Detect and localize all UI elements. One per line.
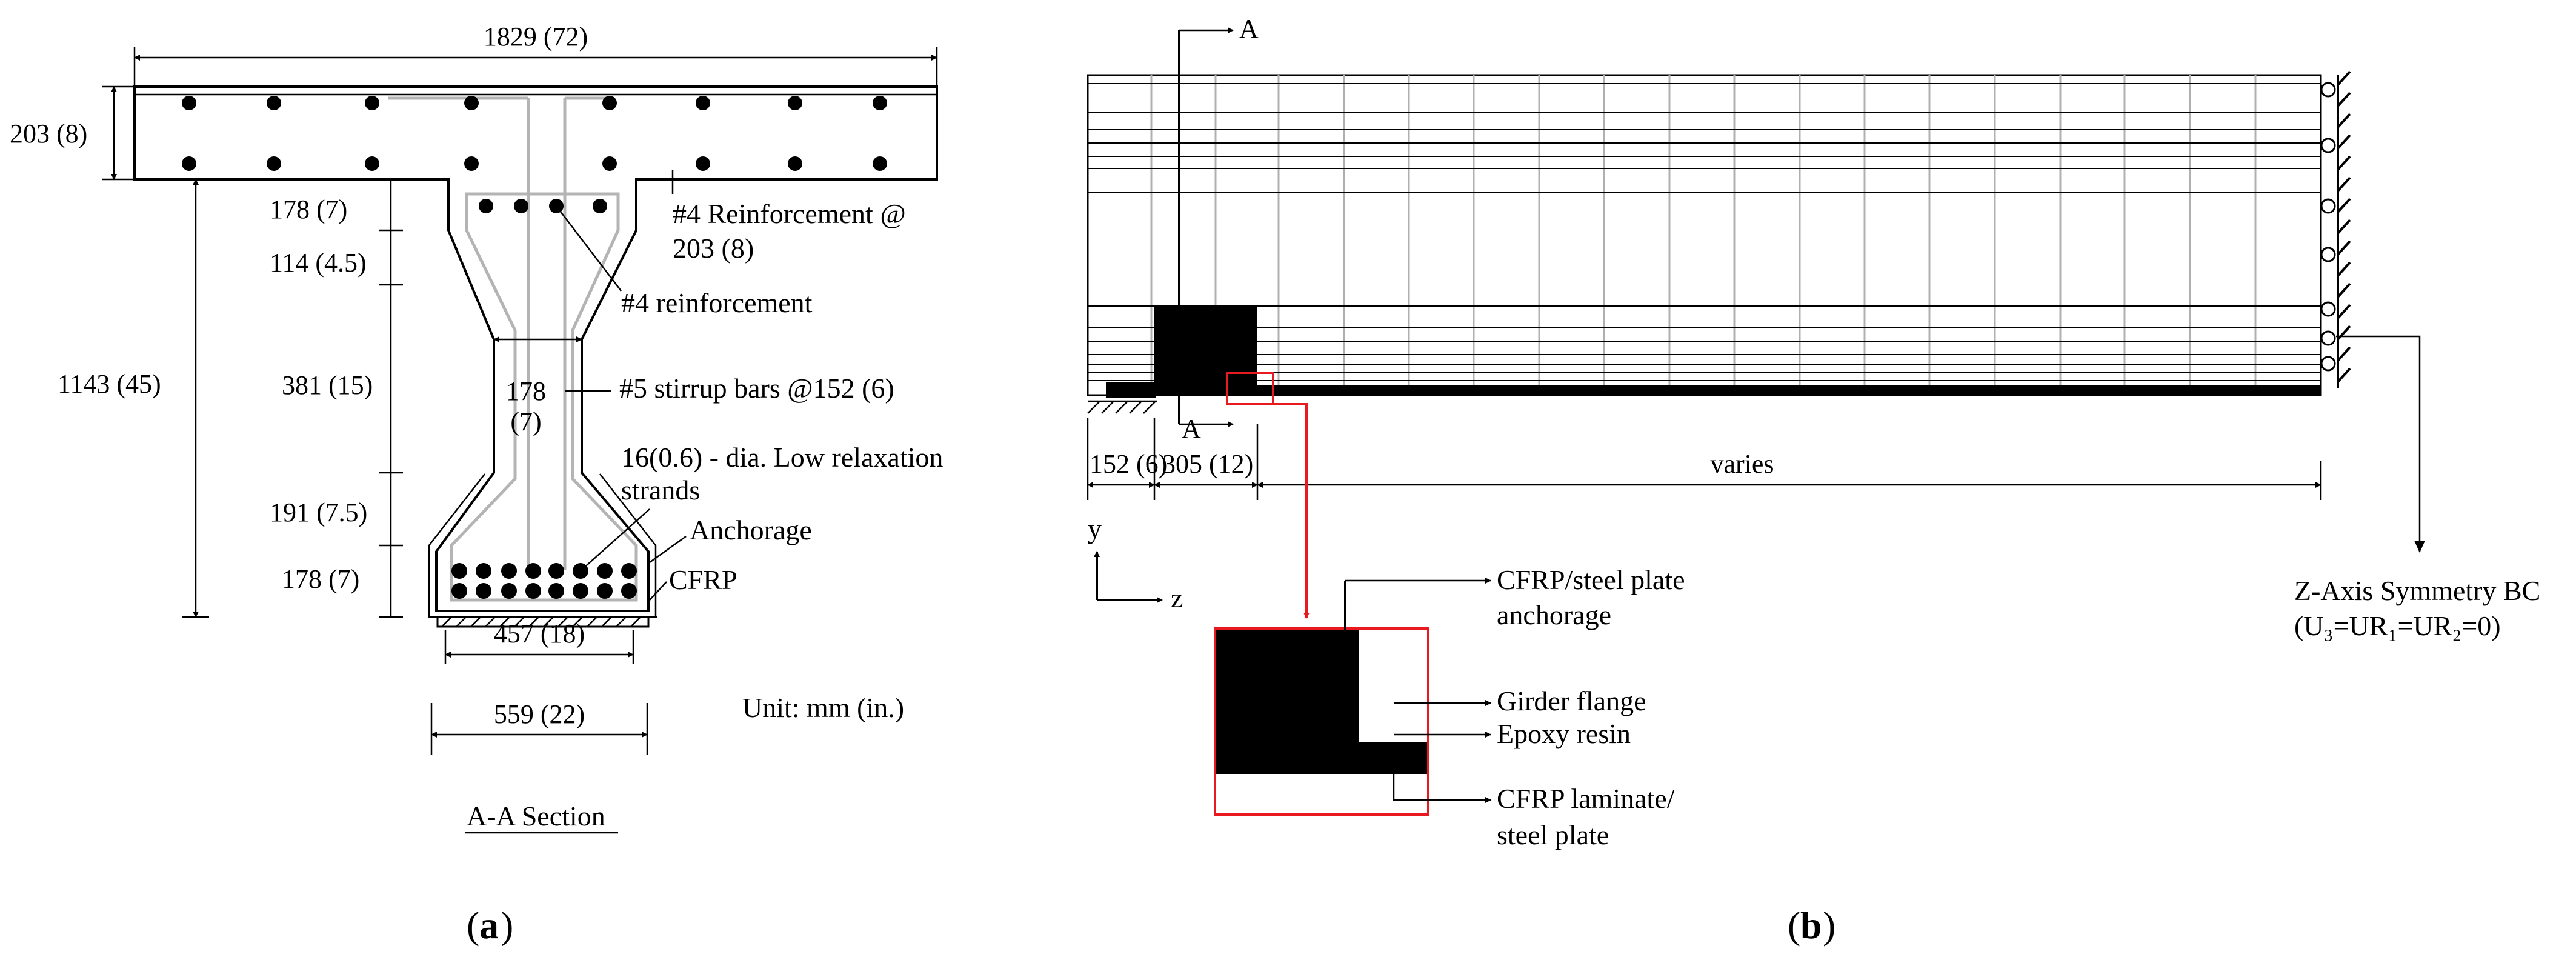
label-reinforcement-203-line2: 203 (8) xyxy=(673,233,754,264)
dim-305-label: 305 (12) xyxy=(1162,449,1253,479)
caption-b-close: ) xyxy=(1823,904,1835,947)
flange-rebars xyxy=(182,96,887,171)
dim-web-width-value: 178 xyxy=(506,376,546,406)
label-stirrup: #5 stirrup bars @152 (6) xyxy=(619,373,894,404)
dim-web-height-label: 381 (15) xyxy=(282,370,373,400)
dim-web-width: 178 (7) xyxy=(493,336,582,436)
support-block xyxy=(1106,382,1156,398)
section-title: A-A Section xyxy=(467,801,605,832)
dim-bottom-b: 152 (6) 305 (12) varies xyxy=(1087,418,2322,500)
detail-highlight-box xyxy=(1226,372,1274,405)
label-girder-flange: Girder flange xyxy=(1497,685,1646,716)
label-anchorage-plate-line2: anchorage xyxy=(1497,599,1611,630)
symmetry-boundary xyxy=(2320,70,2425,553)
cfrp-laminate-strip xyxy=(1154,385,2321,395)
fe-mesh-vertical-lines xyxy=(1150,75,2257,395)
label-anchorage: Anchorage xyxy=(690,515,812,545)
axis-y-label: y xyxy=(1088,513,1102,544)
label-reinforcement-203-line1: #4 Reinforcement @ xyxy=(673,198,906,229)
dim-top-width: 1829 (72) xyxy=(133,22,938,85)
caption-b-open: ( xyxy=(1788,904,1800,947)
stirrup-bars xyxy=(388,96,638,602)
section-marker-top: A xyxy=(1239,14,1259,44)
axis-z-label: z xyxy=(1171,582,1183,613)
caption-a-letter: a xyxy=(479,904,499,947)
label-laminate-line2: steel plate xyxy=(1497,819,1609,850)
girder-section-outline xyxy=(133,85,938,612)
dim-web-stack: 178 (7) 114 (4.5) 381 (15) 191 (7.5) 178… xyxy=(270,179,403,618)
dim-top-flange-label: 178 (7) xyxy=(270,195,347,224)
detail-view xyxy=(1214,578,1491,816)
label-strands-line2: strands xyxy=(621,475,700,505)
dim-outer-bottom-label: 559 (22) xyxy=(494,699,585,729)
dim-top-width-label: 1829 (72) xyxy=(484,22,588,52)
caption-a-open: ( xyxy=(467,904,479,947)
prestressing-strands xyxy=(451,563,637,599)
caption-a-close: ) xyxy=(501,904,513,947)
support-hatch xyxy=(1087,401,1156,414)
dim-flange-depth-label: 203 (8) xyxy=(10,119,87,148)
caption-b-letter: b xyxy=(1800,904,1822,947)
label-cfrp: CFRP xyxy=(669,564,737,595)
fe-mesh-horizontal-lines xyxy=(1088,83,2321,381)
dim-overall-height-label: 1143 (45) xyxy=(58,369,161,399)
dim-152-label: 152 (6) xyxy=(1090,449,1167,479)
dim-bottom-haunch-label: 191 (7.5) xyxy=(270,498,367,527)
label-laminate-line1: CFRP laminate/ xyxy=(1497,783,1675,814)
label-symmetry-line2: (U₃=UR₁=UR₂=0) xyxy=(2294,610,2501,641)
label-epoxy-resin: Epoxy resin xyxy=(1497,718,1631,749)
unit-note: Unit: mm (in.) xyxy=(742,692,904,723)
cfrp-plate xyxy=(436,616,650,628)
section-marker-bottom: A xyxy=(1182,414,1201,444)
dim-flange-depth: 203 (8) xyxy=(10,85,135,181)
dim-top-haunch-label: 114 (4.5) xyxy=(270,248,367,278)
dim-bottom-flange-label: 178 (7) xyxy=(282,564,359,594)
section-cut-a-a: A A xyxy=(1178,14,1259,444)
label-symmetry-line1: Z-Axis Symmetry BC xyxy=(2294,575,2540,606)
label-strands-line1: 16(0.6) - dia. Low relaxation xyxy=(621,442,943,473)
dim-web-width-unit: (7) xyxy=(510,407,541,436)
dim-inner-bottom-label: 457 (18) xyxy=(494,619,585,648)
dim-overall-height: 1143 (45) xyxy=(58,179,209,618)
axes-indicator: y z xyxy=(1088,513,1183,613)
panel-a: 1829 (72) 203 (8) 1143 (45) xyxy=(10,22,943,947)
label-reinforcement-4: #4 reinforcement xyxy=(621,287,813,318)
dim-bottom-widths: 457 (18) 559 (22) xyxy=(430,619,648,755)
dim-varies-label: varies xyxy=(1710,449,1774,479)
label-anchorage-plate-line1: CFRP/steel plate xyxy=(1497,564,1685,595)
fe-mesh-outline xyxy=(1087,74,2322,396)
panel-b: A A 152 (6) 305 (12) vari xyxy=(1087,14,2540,947)
web-top-rebars xyxy=(479,199,607,213)
detail-pointer xyxy=(1273,403,1310,619)
